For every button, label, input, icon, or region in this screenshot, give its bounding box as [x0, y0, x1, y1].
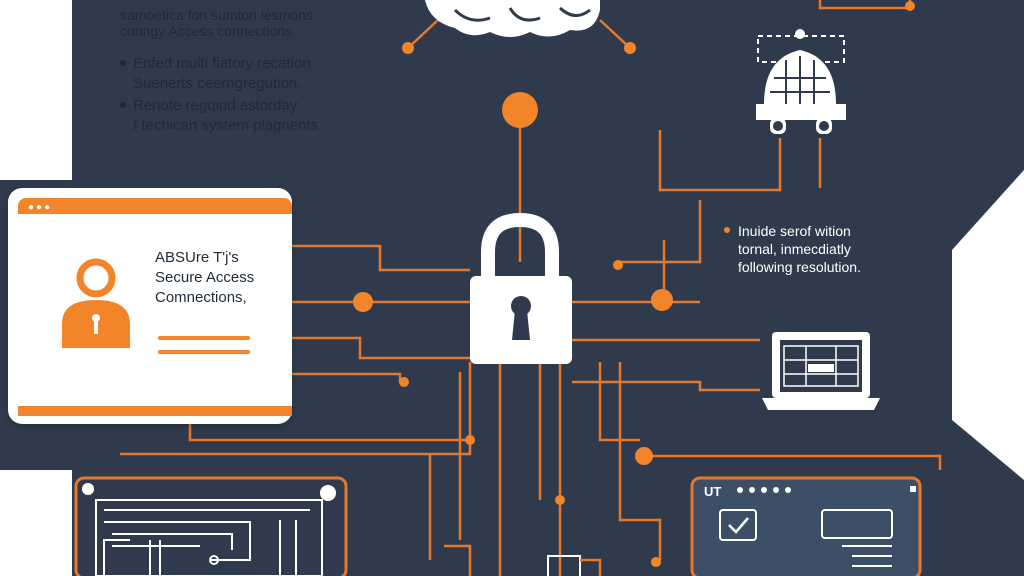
- padlock-icon: [470, 212, 572, 364]
- right-note-line3: following resolution.: [738, 259, 861, 275]
- user-lock-icon: [62, 258, 130, 348]
- robot-icon: [756, 29, 846, 134]
- bullet-1-line1: Enfed multi fiatory recation: [133, 55, 311, 72]
- laptop-icon: [762, 332, 880, 410]
- brain-icon: [425, 0, 600, 37]
- top-note-line1: samoetica fon sumton lesmons: [120, 7, 313, 23]
- node-top-large: [502, 92, 538, 128]
- checkbox-icon: [719, 509, 757, 541]
- card-footer-bar: [18, 406, 292, 416]
- secure-access-card: ●●● ABSUre T'j's Secure Access Comnectio…: [8, 188, 292, 424]
- document-icon: [821, 509, 893, 567]
- bullet-dot: [120, 60, 126, 66]
- card-title-line1: ABSUre T'j's: [155, 249, 239, 266]
- circuit-board-icon: [74, 476, 348, 576]
- bullet-2-line1: Renote regqirid astorday: [133, 97, 298, 114]
- right-note-line2: tornal, inmecdiatly: [738, 241, 851, 257]
- device-panel-label: UT: [704, 484, 722, 499]
- card-header-bar: [18, 198, 292, 214]
- device-panel: [690, 476, 922, 576]
- card-title-line2: Secure Access: [155, 269, 255, 286]
- bullet-2-line2: / techican system plagnents.: [133, 117, 323, 134]
- right-note-line1: Inuide serof wition: [738, 223, 851, 239]
- window-dots: ●●●: [28, 202, 53, 213]
- card-title-line3: Comnections,: [155, 289, 247, 306]
- bullet-dot: [120, 102, 126, 108]
- top-note-line2: conngy Access connections.: [120, 23, 296, 39]
- bullet-1-line2: Suenerts ceerngregution.: [133, 75, 302, 92]
